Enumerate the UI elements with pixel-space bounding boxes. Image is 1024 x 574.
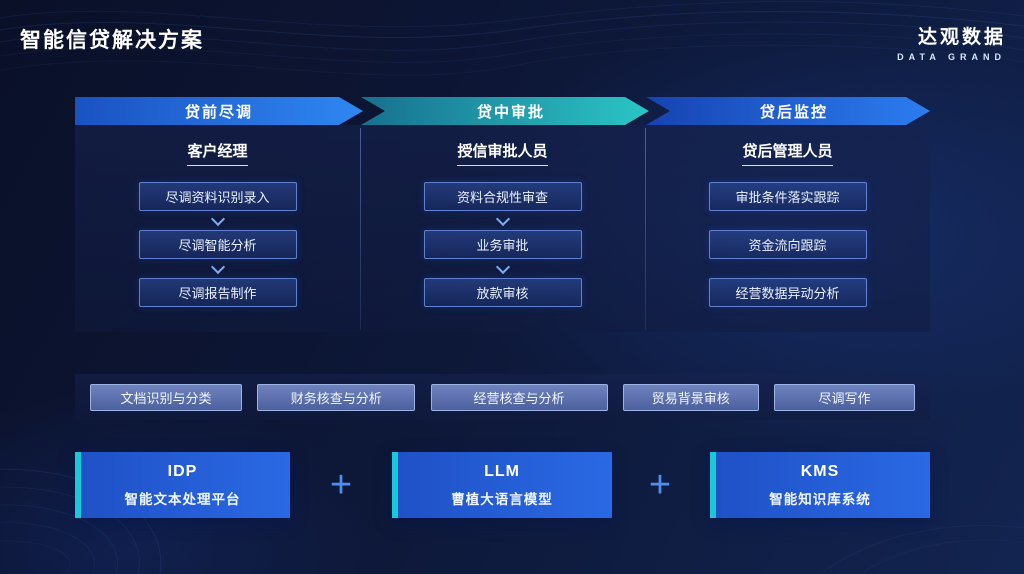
- product-abbr: IDP: [167, 462, 198, 480]
- role-label: 授信审批人员: [360, 140, 645, 166]
- flow-column-in-loan: 授信审批人员 资料合规性审查 业务审批 放款审核: [360, 125, 645, 332]
- capability-strip: 文档识别与分类 财务核查与分析 经营核查与分析 贸易背景审核 尽调写作: [75, 374, 930, 420]
- step-box: 尽调智能分析: [138, 230, 297, 259]
- role-label: 客户经理: [75, 140, 360, 166]
- down-chevron-icon: [495, 211, 510, 227]
- accent-bar: [710, 452, 716, 518]
- stage-arrow-label: 贷前尽调: [184, 103, 253, 121]
- product-abbr: KMS: [800, 462, 840, 480]
- step-box: 尽调资料识别录入: [138, 182, 297, 211]
- stage-arrow-post-loan: 贷后监控: [646, 97, 930, 125]
- column-divider: [360, 128, 361, 330]
- role-label: 贷后管理人员: [645, 140, 930, 166]
- column-divider: [645, 128, 646, 330]
- product-name: 曹植大语言模型: [451, 491, 553, 507]
- step-box: 资料合规性审查: [423, 182, 582, 211]
- flow-column-post-loan: 贷后管理人员 审批条件落实跟踪 资金流向跟踪 经营数据异动分析: [645, 125, 930, 332]
- stage-arrow-label: 贷中审批: [476, 103, 545, 121]
- accent-bar: [392, 452, 398, 518]
- step-box: 资金流向跟踪: [708, 230, 867, 259]
- product-card-idp: IDP 智能文本处理平台: [75, 452, 290, 518]
- product-name: 智能知识库系统: [769, 491, 871, 507]
- down-chevron-icon: [210, 259, 225, 275]
- step-box: 业务审批: [423, 230, 582, 259]
- step-box: 尽调报告制作: [138, 278, 297, 307]
- stage-arrow-pre-loan: 贷前尽调: [75, 97, 363, 125]
- capability-box: 文档识别与分类: [90, 383, 242, 411]
- down-chevron-icon: [210, 211, 225, 227]
- accent-bar: [75, 452, 81, 518]
- capability-box: 财务核查与分析: [257, 383, 416, 411]
- down-chevron-icon: [495, 259, 510, 275]
- capability-box: 经营核查与分析: [430, 383, 608, 411]
- product-card-llm: LLM 曹植大语言模型: [392, 452, 612, 518]
- stage-arrow-label: 贷后监控: [759, 103, 828, 121]
- capability-box: 尽调写作: [774, 383, 915, 411]
- capability-box: 贸易背景审核: [622, 383, 759, 411]
- product-name: 智能文本处理平台: [124, 491, 241, 507]
- step-box: 审批条件落实跟踪: [708, 182, 867, 211]
- stage-arrow-in-loan: 贷中审批: [361, 97, 649, 125]
- page-title: 智能信贷解决方案: [20, 29, 204, 52]
- flow-column-pre-loan: 客户经理 尽调资料识别录入 尽调智能分析 尽调报告制作: [75, 125, 360, 332]
- plus-icon: +: [329, 463, 353, 506]
- plus-icon: +: [648, 463, 672, 506]
- product-abbr: LLM: [484, 462, 520, 480]
- brand-subtitle: DATA GRAND: [897, 52, 1006, 62]
- step-box: 放款审核: [423, 278, 582, 307]
- step-box: 经营数据异动分析: [708, 278, 867, 307]
- brand-logo: 达观数据 DATA GRAND: [897, 22, 1006, 62]
- product-card-kms: KMS 智能知识库系统: [710, 452, 930, 518]
- brand-name: 达观数据: [917, 27, 1006, 48]
